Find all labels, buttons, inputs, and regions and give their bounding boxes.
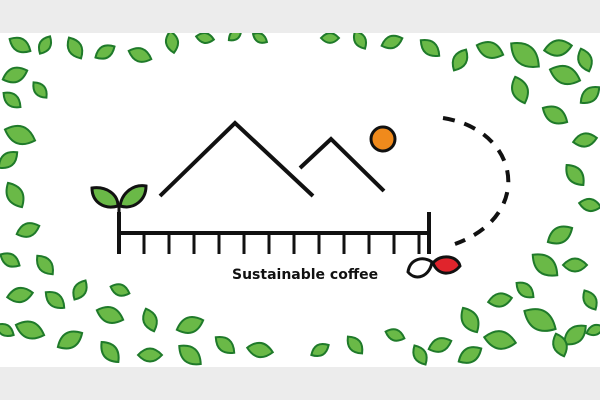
ruler-icon (117, 212, 431, 254)
leaf-icon (565, 164, 585, 186)
leaf-icon (15, 222, 41, 238)
leaf-icon (511, 75, 529, 105)
leaf-icon (346, 335, 364, 355)
dashed-arc (442, 116, 511, 246)
leaf-icon (412, 344, 428, 366)
leaf-icon (571, 132, 599, 148)
leaf-icon (32, 81, 48, 99)
leaf-icon (94, 44, 116, 60)
leaf-icon (136, 347, 164, 363)
leaf-icon (523, 308, 557, 332)
leaf-icon (8, 36, 32, 54)
leaf-icon (475, 41, 505, 59)
sustainable-coffee-illustration: Sustainable coffee (0, 33, 600, 366)
leaf-icon (548, 64, 582, 86)
leaf-icon (56, 330, 84, 350)
leaf-icon (577, 197, 600, 213)
leaf-icon (66, 36, 84, 60)
leaf-icon (577, 47, 593, 73)
leaf-icon (44, 291, 66, 309)
leaf-icon (37, 35, 53, 55)
leaf-icon (451, 48, 469, 72)
leaf-icon (0, 322, 15, 338)
leaf-icon (482, 330, 518, 350)
leaf-icon (95, 306, 125, 324)
leaf-icon (384, 328, 406, 342)
sprout-icon (90, 184, 148, 212)
leaf-icon (546, 225, 574, 245)
leaf-icon (178, 344, 202, 366)
leaf-icon (227, 33, 243, 42)
leaf-icon (515, 281, 535, 299)
leaf-icon (2, 91, 22, 109)
sun-icon (369, 125, 397, 153)
leaf-icon (541, 105, 569, 125)
leaf-icon (3, 124, 37, 146)
leaf-icon (552, 332, 568, 358)
leaf-icon (245, 341, 275, 359)
leaf-icon (579, 86, 600, 104)
leaf-icon (100, 341, 120, 363)
leaf-icon (251, 33, 269, 44)
leaf-icon (175, 316, 205, 334)
leaf-icon (460, 306, 480, 334)
large-mountain-icon (158, 120, 315, 198)
leaf-icon (319, 33, 341, 44)
leaf-icon (164, 33, 180, 55)
leaf-icon (352, 33, 368, 50)
small-mountain-icon (298, 136, 386, 193)
leaf-icon (1, 66, 29, 84)
coffee-bean-icon (406, 255, 462, 279)
leaf-icon (14, 320, 46, 340)
leaf-icon (427, 337, 453, 353)
leaf-icon (457, 346, 483, 364)
leaf-icon (109, 283, 131, 297)
leaf-icon (214, 336, 236, 354)
leaf-icon (310, 342, 330, 358)
leaf-icon (563, 324, 587, 346)
leaf-icon (419, 39, 441, 57)
leaf-icon (36, 254, 54, 276)
leaf-icon (194, 33, 216, 44)
leaf-icon (5, 181, 25, 209)
leaf-icon (542, 39, 574, 57)
leaf-icon (510, 42, 540, 68)
leaf-icon (486, 292, 514, 308)
tagline: Sustainable coffee (232, 267, 378, 283)
leaf-icon (380, 34, 404, 50)
leaf-icon (5, 286, 35, 304)
leaf-icon (142, 307, 158, 333)
leaf-icon (127, 47, 153, 63)
leaf-icon (72, 279, 88, 301)
illustration-card: Sustainable coffee (0, 33, 600, 367)
leaf-icon (561, 257, 589, 273)
leaf-icon (582, 289, 598, 311)
leaf-border (0, 33, 600, 366)
leaf-icon (585, 323, 600, 337)
leaf-icon (531, 253, 559, 277)
leaf-icon (0, 151, 19, 169)
leaf-icon (0, 252, 21, 268)
